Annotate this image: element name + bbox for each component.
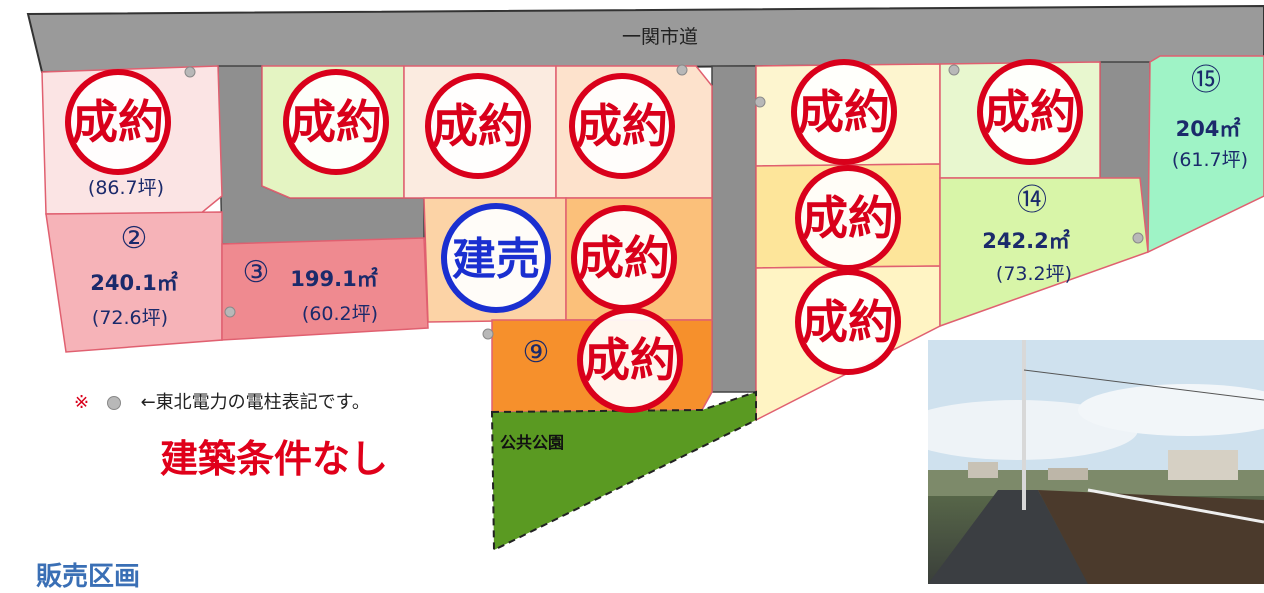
lot-14-area: 242.2㎡	[982, 229, 1069, 253]
utility-pole-marker	[948, 64, 960, 76]
lot-14-tsubo: (73.2坪)	[996, 263, 1072, 285]
svg-text:成約: 成約	[984, 85, 1076, 139]
sold-stamp: 成約	[577, 307, 683, 413]
sold-stamp: 成約	[571, 205, 677, 311]
lot-9-number: ⑨	[523, 335, 550, 370]
park-label: 公共公園	[500, 433, 564, 452]
sold-stamp: 成約	[569, 73, 675, 179]
lot-2-tsubo: (72.6坪)	[92, 307, 168, 329]
sold-stamp: 成約	[65, 69, 171, 175]
sold-stamp: 成約	[283, 69, 389, 175]
lot-15-number: ⑮	[1191, 63, 1221, 98]
lot-2-area: 240.1㎡	[90, 271, 177, 295]
legend-text: ←東北電力の電柱表記です。	[140, 392, 370, 413]
svg-text:成約: 成約	[578, 231, 670, 285]
lot-3-tsubo: (60.2坪)	[302, 303, 378, 325]
svg-text:成約: 成約	[802, 295, 894, 349]
sold-stamp: 成約	[795, 165, 901, 271]
svg-text:成約: 成約	[290, 95, 382, 149]
svg-text:成約: 成約	[798, 85, 890, 139]
sold-stamp: 成約	[977, 59, 1083, 165]
lot-3[interactable]	[221, 237, 429, 341]
svg-text:成約: 成約	[576, 99, 668, 153]
utility-pole-legend: ※ ←東北電力の電柱表記です。	[74, 388, 370, 414]
utility-pole-icon	[106, 396, 121, 410]
utility-pole-marker	[184, 66, 196, 78]
road-label: 一関市道	[622, 26, 698, 48]
sold-stamp: 成約	[795, 269, 901, 375]
lot-1-tsubo: (86.7坪)	[88, 177, 164, 199]
utility-pole-marker	[676, 64, 688, 76]
sold-stamp: 成約	[791, 59, 897, 165]
utility-pole-marker	[754, 96, 766, 108]
no-building-condition-notice: 建築条件なし	[160, 436, 389, 481]
utility-pole-marker	[1132, 232, 1144, 244]
svg-text:建売: 建売	[452, 234, 540, 285]
lot-15[interactable]	[1147, 55, 1264, 254]
svg-text:成約: 成約	[432, 99, 524, 153]
legend-mark: ※	[74, 392, 90, 413]
lot-3-number: ③	[243, 255, 270, 290]
svg-text:成約: 成約	[72, 95, 164, 149]
city-road	[26, 4, 1264, 74]
public-park	[490, 390, 757, 552]
lot-15-tsubo: (61.7坪)	[1172, 149, 1248, 171]
site-photo	[928, 340, 1264, 584]
svg-text:成約: 成約	[802, 191, 894, 245]
svg-text:成約: 成約	[584, 333, 676, 387]
built-for-sale-stamp: 建売	[441, 203, 551, 313]
sold-stamp: 成約	[425, 73, 531, 179]
section-title: 販売区画	[36, 562, 141, 592]
lot-14-number: ⑭	[1017, 183, 1047, 218]
utility-pole-marker	[224, 306, 236, 318]
lot-3-area: 199.1㎡	[290, 267, 377, 291]
lot-2-number: ②	[121, 221, 148, 256]
internal-road-2	[711, 65, 757, 393]
lot-15-area: 204㎡	[1176, 117, 1241, 141]
utility-pole-marker	[482, 328, 494, 340]
